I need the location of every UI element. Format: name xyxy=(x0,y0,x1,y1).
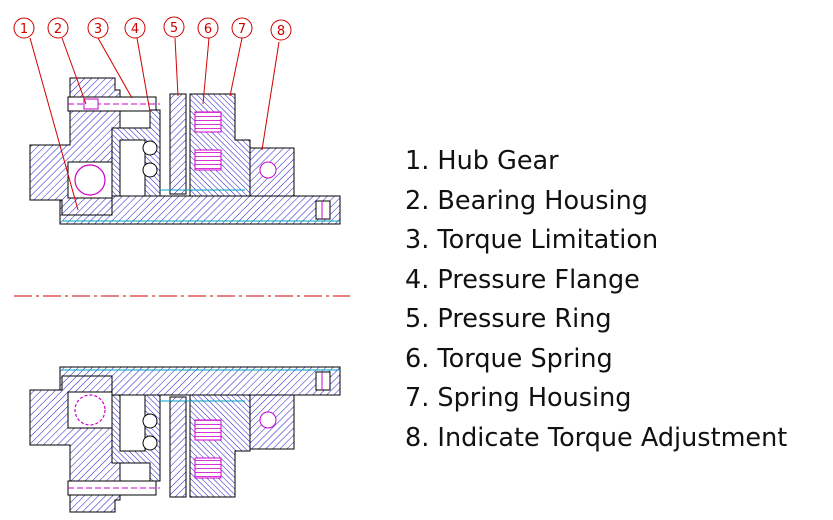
callout-2: 2 xyxy=(47,17,69,39)
spring-housing-part xyxy=(160,93,251,498)
torque-limiter-cross-section: 1 2 3 4 5 6 7 8 xyxy=(13,16,350,513)
pressure-ring-part xyxy=(169,93,187,498)
svg-text:3: 3 xyxy=(94,22,102,37)
bearing-housing-part xyxy=(29,77,160,513)
svg-text:8: 8 xyxy=(277,24,285,39)
legend-item-bearing-housing: 2. Bearing Housing xyxy=(405,185,648,216)
svg-text:1: 1 xyxy=(20,22,28,37)
parts-legend: 1. Hub Gear 2. Bearing Housing 3. Torque… xyxy=(405,142,787,458)
callout-4: 4 xyxy=(124,17,146,39)
legend-item-hub-gear: 1. Hub Gear xyxy=(405,146,559,176)
torque-limitation-part xyxy=(111,109,161,482)
callout-7: 7 xyxy=(231,17,253,39)
legend-item-pressure-ring: 5. Pressure Ring xyxy=(405,304,612,334)
callout-6: 6 xyxy=(197,17,219,39)
svg-text:7: 7 xyxy=(238,22,246,37)
callout-5: 5 xyxy=(163,16,185,38)
svg-text:2: 2 xyxy=(54,22,62,37)
svg-text:5: 5 xyxy=(170,21,178,36)
callout-8: 8 xyxy=(270,19,292,41)
legend-item-spring-housing: 7. Spring Housing xyxy=(405,383,632,413)
callout-leaders xyxy=(29,37,280,211)
callout-3: 3 xyxy=(87,17,109,39)
legend-item-torque-limitation: 3. Torque Limitation xyxy=(405,225,659,255)
svg-text:6: 6 xyxy=(204,22,212,37)
legend-item-pressure-flange: 4. Pressure Flange xyxy=(405,264,640,295)
legend-item-torque-spring: 6. Torque Spring xyxy=(405,343,613,374)
legend-item-torque-adjustment: 8. Indicate Torque Adjustment xyxy=(405,422,788,453)
callout-1: 1 xyxy=(13,17,35,39)
torque-adjustment-part xyxy=(249,147,295,450)
svg-text:4: 4 xyxy=(131,22,139,37)
